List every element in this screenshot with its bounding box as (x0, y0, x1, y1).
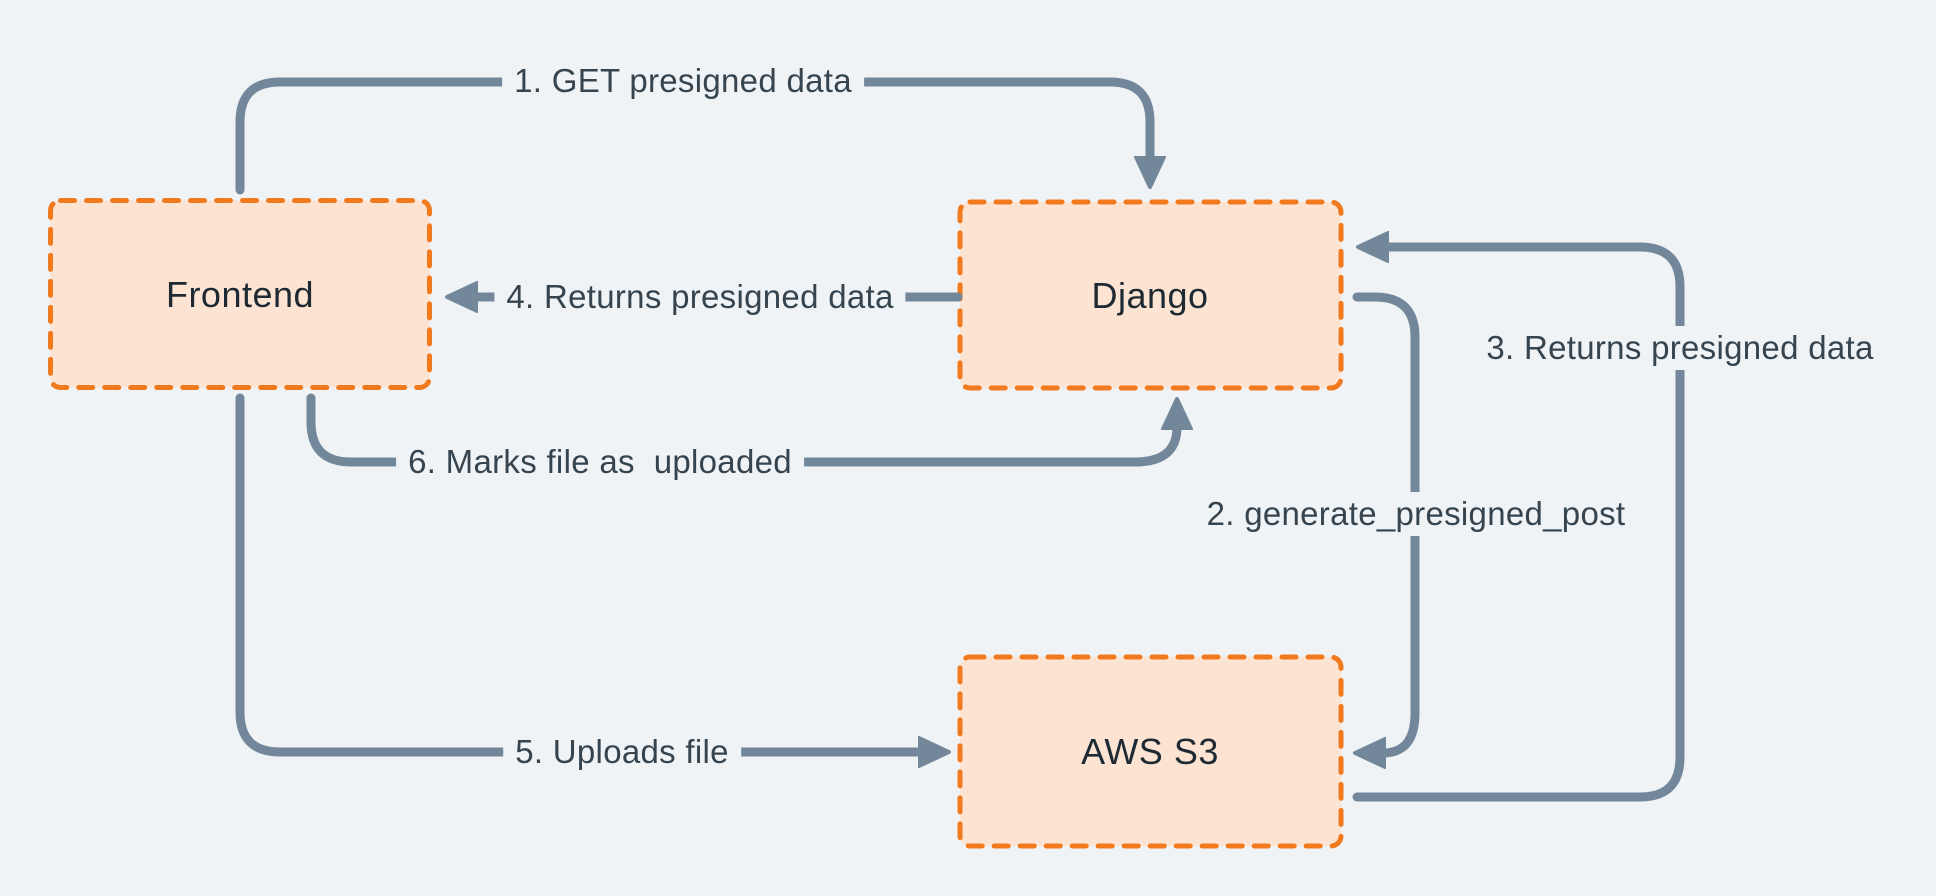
flow-arrow-returns-presigned-data-to-django (1352, 247, 1685, 802)
node-label-django: Django (1091, 275, 1209, 316)
flow-label-get-presigned-data: 1. GET presigned data (502, 59, 864, 103)
flow-label-uploads-file: 5. Uploads file (503, 730, 741, 774)
flow-arrow-uploads-file (235, 393, 921, 752)
flow-arrow-generate-presigned-post (1352, 292, 1420, 753)
node-box-frontend (48, 198, 432, 390)
flow-label-generate-presigned-post: 2. generate_presigned_post (1194, 492, 1638, 536)
node-box-aws-s3 (957, 654, 1344, 849)
flow-label-returns-presigned-data-to-django: 3. Returns presigned data (1474, 326, 1886, 370)
node-label-frontend: Frontend (165, 274, 315, 315)
flow-arrow-marks-file-as-uploaded (306, 393, 1177, 467)
flow-label-marks-file-as-uploaded: 6. Marks file as uploaded (396, 440, 804, 484)
node-label-aws-s3: AWS S3 (1081, 731, 1219, 772)
flow-label-returns-presigned-data-to-frontend: 4. Returns presigned data (494, 275, 906, 319)
